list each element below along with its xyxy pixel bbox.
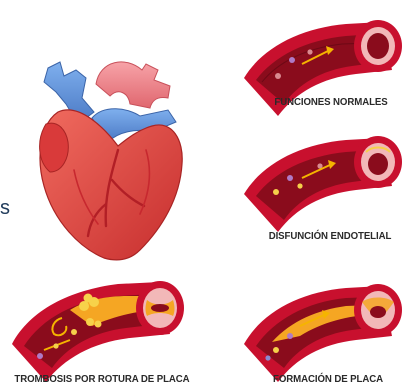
caption-plaque: FORMACIÓN DE PLACA [273, 373, 383, 385]
right-atrium [39, 122, 69, 173]
vessel-normal [244, 20, 402, 116]
pulmonary-artery [91, 108, 177, 143]
heart-illustration [39, 61, 183, 261]
caption-thrombosis: TROMBOSIS POR ROTURA DE PLACA [14, 373, 190, 385]
aortic-arch [95, 61, 171, 109]
caption-endothelial: DISFUNCIÓN ENDOTELIAL [268, 230, 392, 242]
vessel-plaque [244, 284, 402, 382]
vessel-thrombosis [12, 281, 184, 382]
vessel-endothelial [244, 136, 402, 232]
vena-cava-top [43, 61, 95, 125]
caption-normal: FUNCIONES NORMALES [274, 96, 388, 108]
coronary-vessel-secondary [73, 149, 151, 225]
edge-text: s [0, 197, 10, 219]
heart-body [39, 109, 183, 261]
